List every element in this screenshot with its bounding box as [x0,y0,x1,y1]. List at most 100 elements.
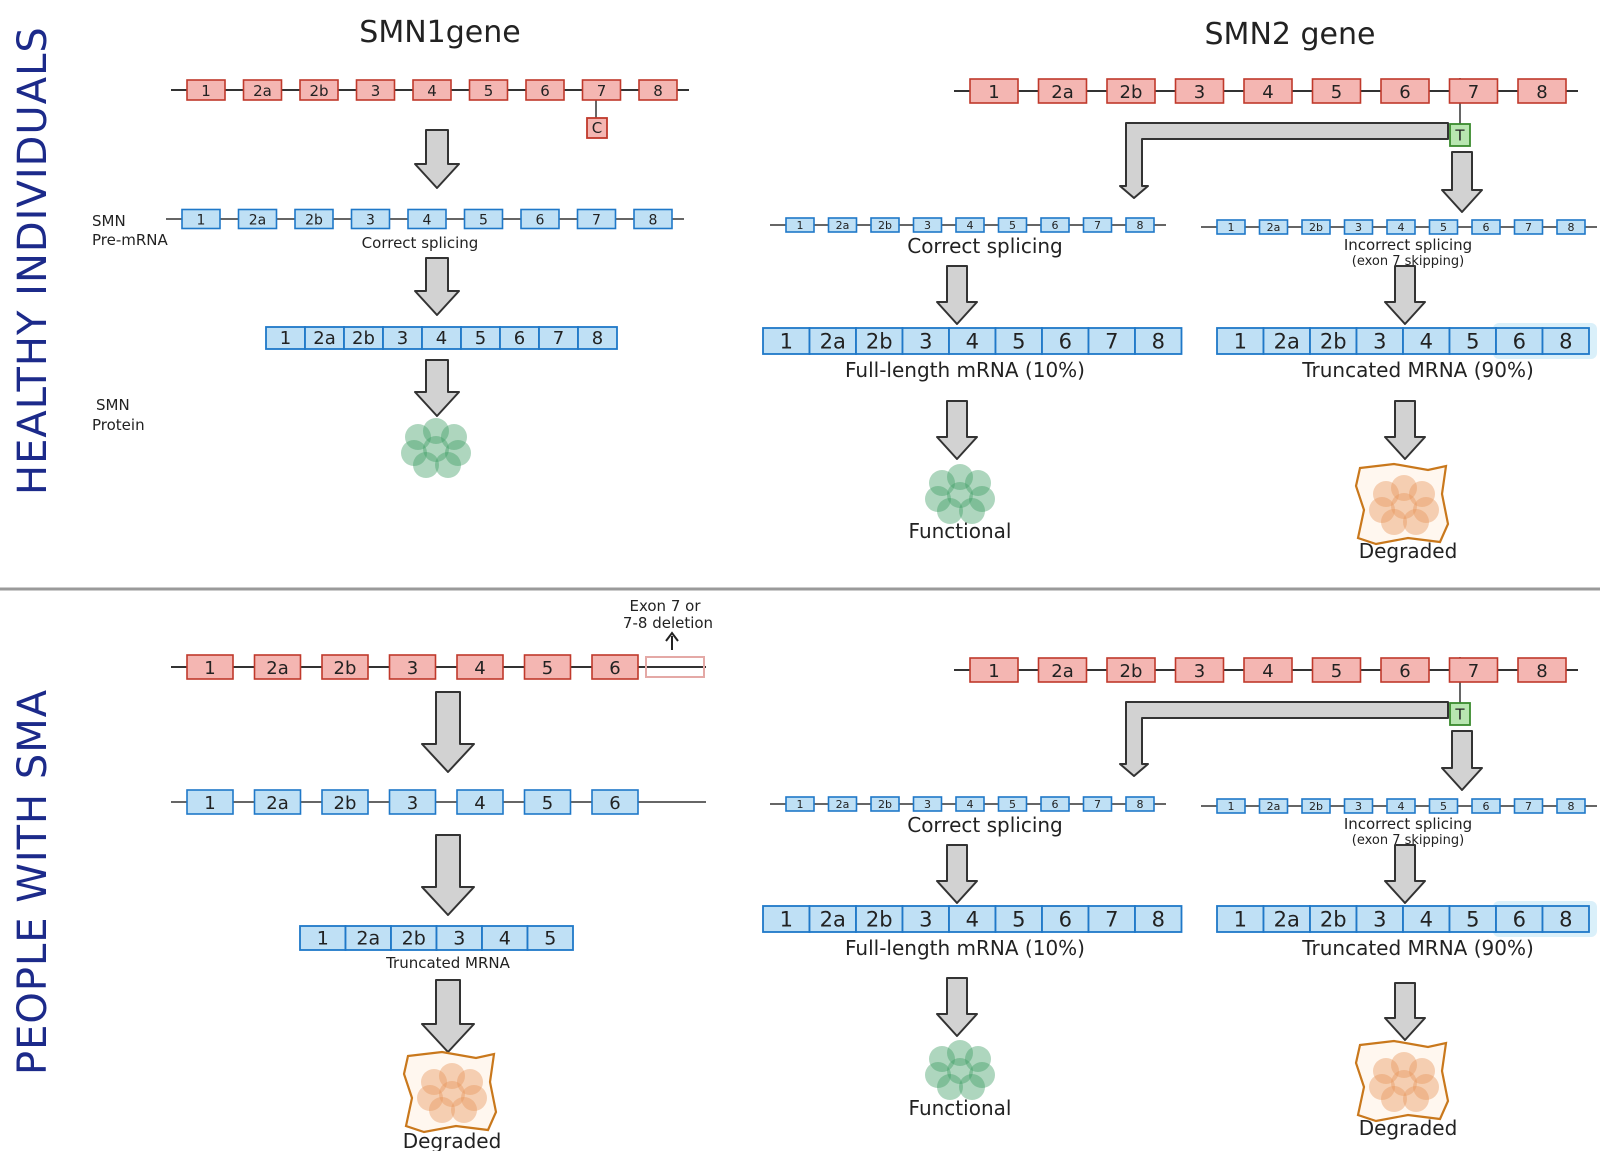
healthy-smn2-gene-exon-label: 6 [1399,82,1410,103]
sma-smn2-degraded-protein-subunit [1391,1052,1417,1078]
sma-smn2-functional-protein-subunit [969,1062,995,1088]
healthy-smn2-degraded-protein-subunit [1381,509,1407,535]
smn-pre-mrna-label-2: Pre-mRNA [92,231,169,249]
sma-smn2-gene-exon-box [1243,657,1293,683]
healthy-smn1-protein-subunit [423,418,449,444]
sma-smn2-full-mrna-exon-label: 6 [1059,907,1072,931]
healthy-smn2-skip-track-exon-label: 2a [1267,221,1281,234]
sma-smn2-functional-protein-subunit [965,1046,991,1072]
sma-smn2-skip-track-exon-box [1216,798,1246,814]
sma-smn2-full-mrna-exon-label: 2b [866,907,893,931]
sma-smn2-truncated-mrna-exon-label: 2a [1274,907,1300,931]
healthy-smn2-skip-track-exon-box [1428,219,1459,235]
smn2-sma-incorrect-splicing-note: (exon 7 skipping) [1352,833,1464,848]
sma-smn2-full-mrna-exon-cell [808,905,857,933]
sma-smn2-skip-track-exon-label: 1 [1228,800,1235,813]
sma-smn2-correct-track-exon-box [1040,796,1070,812]
sma-smn2-correct-track-exon-box [870,796,900,812]
sma-smn2-correct-track-exon-label: 1 [797,798,804,811]
sma-smn1-degraded-protein-subunit [429,1097,455,1123]
sma-smn2-truncated-mrna-exon-label: 1 [1234,907,1247,931]
healthy-smn2-full-mrna-exon-cell [1087,327,1136,355]
sma-smn2-truncated-mrna-exon-cell [1355,905,1404,933]
healthy-smn2-full-mrna-exon-cell [901,327,950,355]
healthy-smn2-degraded-protein-subunit [1409,481,1435,507]
sma-smn1-truncated-mrna-exon-label: 4 [499,928,511,950]
sma-smn2-correct-track-exon-box [955,796,985,812]
sma-smn2-functional-protein-subunit [947,1040,973,1066]
healthy-smn2-degraded-protein-subunit [1373,481,1399,507]
healthy-smn2-skip-track-exon-label: 3 [1355,221,1362,234]
sma-smn2-truncated-mrna-exon-cell [1216,905,1265,933]
healthy-smn2-gene-exon-label: 5 [1331,82,1342,103]
sma-smn1-gene-exon-label: 5 [542,658,553,679]
sma-smn2-correct-track-exon-label: 6 [1052,798,1059,811]
healthy-smn1-gene-exon-box [355,79,396,101]
sma-smn2-correct-track-exon-label: 2a [836,798,850,811]
healthy-smn2-correct-track-exon-label: 7 [1094,219,1101,232]
healthy-smn2-gene-exon-label: 3 [1194,82,1205,103]
sma-smn1-gene-exon-box [253,654,302,680]
deletion-pointer-head [665,631,679,642]
smn2-healthy-truncated-label: Truncated MRNA (90%) [1301,358,1534,382]
healthy-smn1-mrna-exon-label: 7 [553,328,564,349]
healthy-smn2-gene-exon-box [1311,78,1362,104]
sma-truncated-mrna-label: Truncated MRNA [385,954,511,972]
healthy-smn2-skip-track-exon-box [1556,219,1586,235]
healthy-smn2-t-marker-label: T [1454,127,1465,145]
sma-smn2-functional-protein-subunit [937,1074,963,1100]
sma-smn2-skip-track-exon-box [1513,798,1544,814]
healthy-smn2-degraded-protein-subunit [1403,509,1429,535]
healthy-smn2-truncated-mrna-exon-label: 4 [1420,329,1433,353]
healthy-smn1-gene-exon-label: 7 [597,82,607,100]
sma-smn2-truncated-mrna-exon-cell [1309,905,1358,933]
healthy-smn2-truncated-mrna-exon-label: 2a [1274,329,1300,353]
healthy-smn2-skip-track-exon-box [1386,219,1416,235]
sma-smn1-gene-exon-box [186,654,234,680]
healthy-smn2-full-mrna-exon-label: 3 [919,329,932,353]
healthy-smn2-full-mrna-exon-cell [1041,327,1090,355]
sma-smn2-gene-exon-label: 4 [1262,661,1273,682]
sma-smn2-degraded-protein-subunit [1413,1074,1439,1100]
healthy-smn2-gene-exon-label: 2a [1051,82,1073,103]
sma-smn1-pre-mrna-exon-box [186,789,234,815]
sma-smn2-skip-track-exon-box [1428,798,1459,814]
healthy-smn2-truncated-mrna-exon-cell [1495,327,1544,355]
sma-smn2-arrow-left-3 [936,977,978,1037]
smn1-gene-title: SMN1gene [359,15,520,50]
sma-smn2-gene-exon-box [1037,657,1088,683]
healthy-smn1-protein-subunit [413,452,439,478]
sma-smn2-correct-track-exon-label: 4 [967,798,974,811]
healthy-smn1-gene-exon-label: 8 [653,82,663,100]
sma-smn2-skip-track-exon-label: 4 [1398,800,1405,813]
sma-smn1-gene-exon-label: 3 [407,658,418,679]
sma-smn2-gene-exon-label: 3 [1194,661,1205,682]
healthy-smn2-full-mrna-exon-cell [808,327,857,355]
sma-smn2-correct-track-exon-label: 2b [878,798,892,811]
sma-smn2-full-mrna-exon-label: 5 [1012,907,1025,931]
deletion-note: Exon 7 or [629,597,701,615]
sma-smn1-gene-exon-label: 2b [334,658,357,679]
sma-smn2-skip-track-exon-box [1258,798,1289,814]
healthy-smn1-protein [401,418,471,478]
healthy-smn2-functional-protein-subunit [929,470,955,496]
sma-smn1-pre-mrna-exon-label: 3 [407,793,418,814]
healthy-smn2-arrow-left-2 [936,265,978,325]
healthy-smn1-pre-mrna-exon-label: 2a [249,213,267,229]
healthy-smn2-full-mrna-exon-label: 8 [1152,329,1165,353]
healthy-smn2-skip-track-exon-box [1258,219,1289,235]
healthy-smn1-mrna-exon-label: 3 [397,328,408,349]
sma-smn1-gene-exon-box [456,654,504,680]
healthy-smn2-skip-track-exon-label: 8 [1568,221,1575,234]
healthy-smn1-gene-exon-box [412,79,452,101]
healthy-smn2-full-mrna-exon-label: 4 [966,329,979,353]
healthy-smn1-pre-mrna-exon-label: 4 [423,213,432,229]
healthy-smn1-mrna-exon-label: 5 [475,328,486,349]
smn2-healthy-correct-splicing-label: Correct splicing [907,234,1063,258]
sma-smn2-arrow-right [1441,730,1483,791]
healthy-smn2-degraded-protein-subunit [1391,475,1417,501]
healthy-smn1-pre-mrna-exon-box [350,208,391,230]
healthy-smn1-pre-mrna-exon-box [463,208,504,230]
healthy-smn2-functional-protein-subunit [947,482,973,508]
